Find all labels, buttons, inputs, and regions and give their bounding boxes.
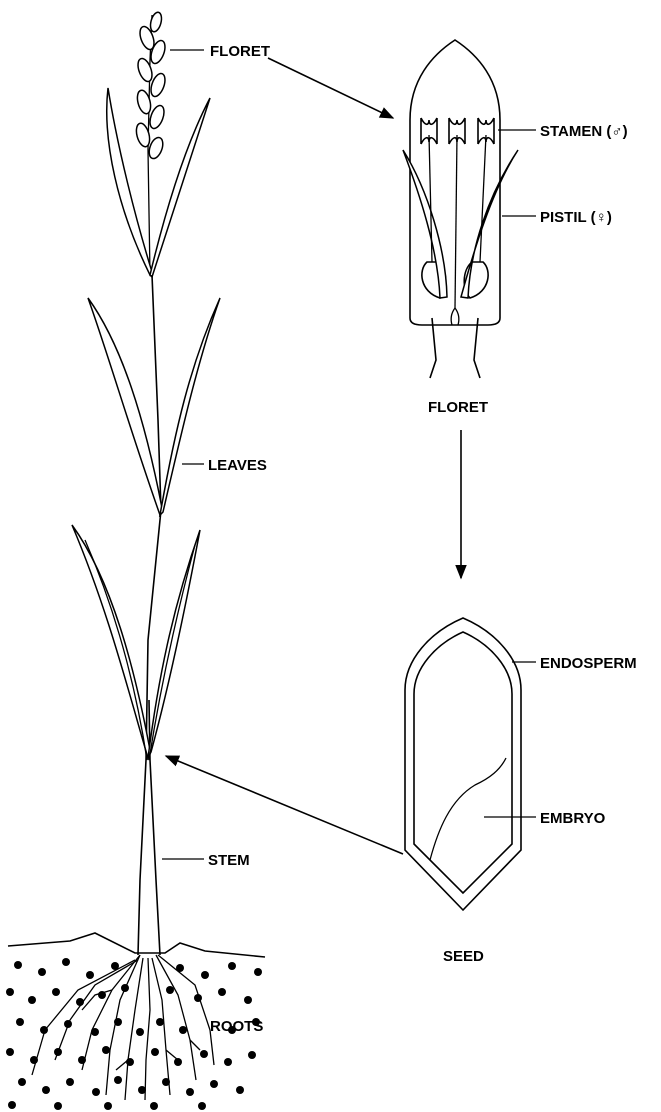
seed-inner-hull (414, 632, 512, 893)
floret-detail (403, 40, 518, 378)
seed-caption: SEED (443, 948, 484, 965)
plant-lower-leaf-left (72, 525, 150, 758)
plant-stem (138, 275, 161, 955)
plant-middle-leaf-left (88, 298, 162, 515)
leaves-label: LEAVES (208, 457, 267, 474)
embryo-label: EMBRYO (540, 810, 606, 827)
floret-caption: FLORET (428, 399, 488, 416)
seed (405, 618, 521, 910)
seed-embryo-line (430, 758, 506, 860)
plant-middle-leaf-right (160, 298, 220, 515)
pistil-label: PISTIL (♀) (540, 209, 612, 226)
floret-stalk (430, 318, 480, 378)
rice-plant (6, 11, 265, 1110)
stem-label: STEM (208, 852, 250, 869)
floret-label-plant: FLORET (210, 43, 270, 60)
ground-line (8, 933, 265, 957)
arrow-seed-to-stem (166, 756, 403, 854)
stamen-label: STAMEN (♂) (540, 123, 628, 140)
roots-label: ROOTS (210, 1018, 263, 1035)
seed-outer-hull (405, 618, 521, 910)
arrow-plant-to-floret (268, 58, 393, 118)
endosperm-label: ENDOSPERM (540, 655, 637, 672)
stamen-anthers (421, 118, 494, 144)
plant-roots (32, 955, 214, 1100)
plant-top-leaf-left (107, 88, 152, 275)
